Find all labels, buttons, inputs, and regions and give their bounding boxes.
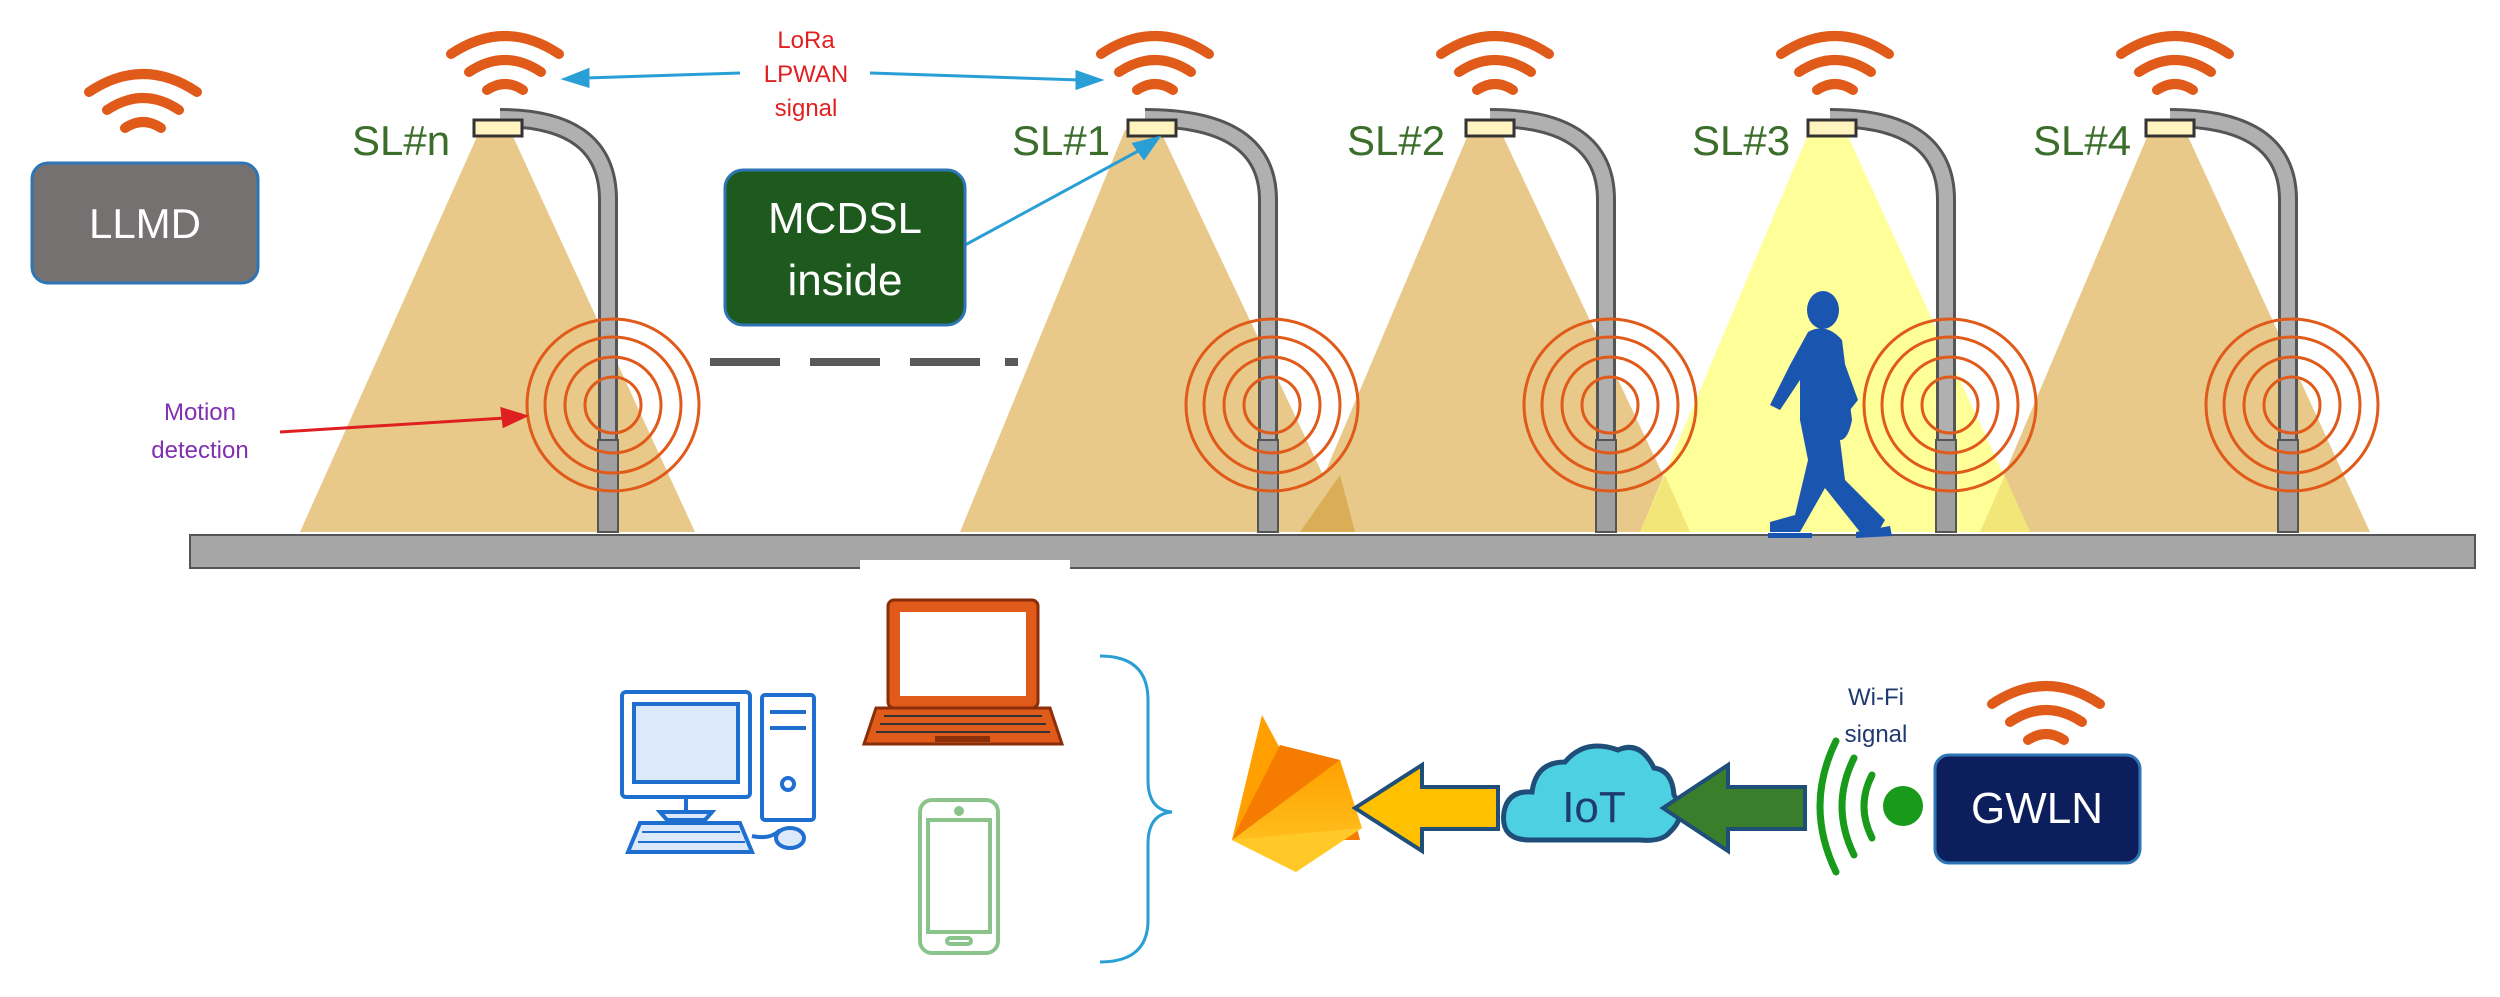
signal-waves-icon bbox=[1096, 31, 1214, 95]
firebase-icon[interactable] bbox=[1232, 715, 1362, 872]
street-lamp-icon bbox=[1806, 108, 1957, 533]
wifi-label-line2: signal bbox=[1845, 721, 1908, 748]
street-lamp-icon bbox=[1126, 108, 1279, 533]
data-flow-arrow-green bbox=[1659, 761, 1807, 855]
cone-overlap-3 bbox=[1980, 475, 2030, 532]
motion-label: Motion detection bbox=[151, 399, 248, 464]
motion-sensor-icon bbox=[1184, 317, 1360, 493]
llmd-node[interactable]: LLMD bbox=[30, 161, 260, 285]
lora-label-line2: LPWAN bbox=[764, 61, 848, 88]
motion-sensor-icon bbox=[2204, 317, 2380, 493]
wifi-label: Wi-Fi signal bbox=[1845, 684, 1908, 748]
street-lamps bbox=[472, 108, 2299, 533]
cone-overlap-1 bbox=[1300, 475, 1355, 532]
mcdsl-node[interactable]: MCDSL inside bbox=[723, 168, 967, 327]
streetlight-label: SL#n bbox=[352, 117, 450, 164]
light-cone-sl4 bbox=[1980, 130, 2370, 532]
desktop-computer-icon[interactable] bbox=[620, 690, 816, 854]
iot-label: IoT bbox=[1562, 783, 1626, 832]
light-cone-sl2 bbox=[1300, 130, 1690, 532]
gwln-node[interactable]: GWLN bbox=[1933, 753, 2142, 865]
motion-sensor-icon bbox=[1862, 317, 2038, 493]
mcdsl-label-line2: inside bbox=[788, 256, 903, 305]
lora-label-line1: LoRa bbox=[777, 27, 835, 54]
light-cone-sl3-active bbox=[1640, 130, 2030, 532]
signal-waves-icon bbox=[84, 69, 202, 133]
streetlight-label: SL#2 bbox=[1347, 117, 1445, 164]
motion-label-line1: Motion bbox=[164, 399, 236, 426]
motion-sensor-icon bbox=[1522, 317, 1698, 493]
cone-overlap-2 bbox=[1640, 475, 1690, 532]
road bbox=[189, 534, 2476, 569]
streetlight-labels: SL#n SL#1 SL#2 SL#3 SL#4 bbox=[352, 117, 2131, 164]
street-lamp-icon bbox=[1464, 108, 1617, 533]
signal-waves-icon bbox=[1987, 681, 2105, 745]
data-flow-arrow-yellow bbox=[1351, 761, 1500, 855]
street-lamp-icon bbox=[472, 108, 619, 533]
wifi-icon bbox=[1816, 737, 1923, 876]
light-cones bbox=[300, 130, 2370, 532]
street-lamp-icon bbox=[2144, 108, 2299, 533]
streetlight-label: SL#3 bbox=[1692, 117, 1790, 164]
wifi-label-line1: Wi-Fi bbox=[1848, 684, 1904, 711]
light-cone-sln bbox=[300, 130, 695, 532]
signal-waves-icon bbox=[1436, 31, 1554, 95]
motion-label-line2: detection bbox=[151, 437, 248, 464]
streetlight-label: SL#1 bbox=[1012, 117, 1110, 164]
smartphone-icon[interactable] bbox=[918, 798, 1000, 955]
motion-sensor-icon bbox=[525, 317, 701, 493]
gwln-label: GWLN bbox=[1971, 784, 2103, 833]
motion-sensors bbox=[525, 317, 2380, 493]
iot-cloud-icon[interactable]: IoT bbox=[1501, 743, 1683, 843]
laptop-icon[interactable] bbox=[861, 598, 1065, 746]
light-cone-sl1 bbox=[960, 130, 1350, 532]
mcdsl-label-line1: MCDSL bbox=[768, 194, 922, 243]
streetlight-label: SL#4 bbox=[2033, 117, 2131, 164]
llmd-label: LLMD bbox=[89, 200, 201, 247]
signal-waves bbox=[84, 31, 2234, 745]
signal-waves-icon bbox=[446, 31, 564, 95]
lora-label-line3: signal bbox=[775, 95, 838, 122]
motion-arrow bbox=[279, 406, 530, 434]
pedestrian-icon bbox=[1768, 291, 1892, 538]
lora-label: LoRa LPWAN signal bbox=[764, 27, 848, 122]
signal-waves-icon bbox=[2116, 31, 2234, 95]
signal-waves-icon bbox=[1776, 31, 1894, 95]
device-brace bbox=[1099, 654, 1173, 964]
road-gap bbox=[860, 560, 1070, 572]
lora-arrows bbox=[560, 67, 1162, 247]
